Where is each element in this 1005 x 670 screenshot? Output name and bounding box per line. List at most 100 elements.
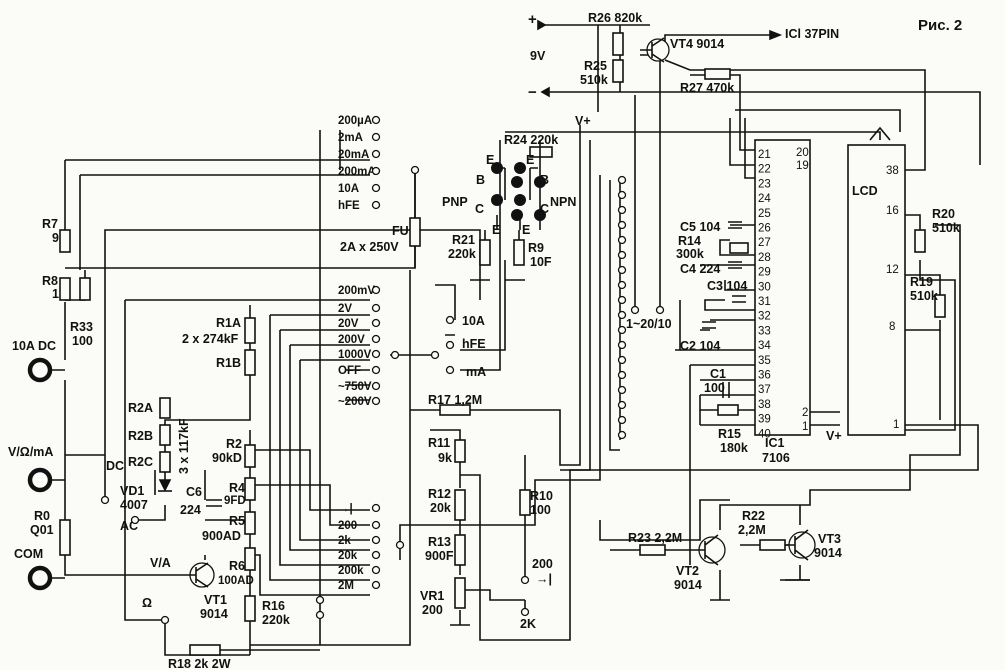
r1b-body xyxy=(244,349,256,376)
r24-body xyxy=(529,146,553,158)
va-label: V/A xyxy=(150,556,171,570)
contact-strip-1 xyxy=(617,190,627,200)
range-contact-2[interactable] xyxy=(371,149,381,159)
r1b-ref: R1B xyxy=(216,356,241,370)
resistor-bodies xyxy=(59,32,946,656)
ic1-pin-20: 20 xyxy=(796,147,809,159)
vt1-ref: VT1 xyxy=(204,593,227,607)
range-contact-16[interactable] xyxy=(371,535,381,545)
ic1-ref: IC1 xyxy=(765,436,785,450)
ic1-pin-22: 22 xyxy=(758,164,771,176)
r12-value: 20k xyxy=(430,501,451,515)
r15-ref: R15 xyxy=(718,427,741,441)
range-contact-10[interactable] xyxy=(371,349,381,359)
jack-com[interactable] xyxy=(27,565,53,591)
r0-body xyxy=(59,519,71,556)
r11-ref: R11 xyxy=(428,436,450,450)
range-contact-18[interactable] xyxy=(371,565,381,575)
range-contact-19[interactable] xyxy=(371,580,381,590)
range-contact-15[interactable] xyxy=(371,520,381,530)
range-contact-5[interactable] xyxy=(371,200,381,210)
r9-ref: R9 xyxy=(528,241,544,255)
transistor-vt3 xyxy=(785,529,816,561)
lcd-ref: LCD xyxy=(852,184,878,198)
range-contact-1[interactable] xyxy=(371,132,381,142)
r24-label: R24 220k xyxy=(504,133,558,147)
contact-strip-2 xyxy=(617,205,627,215)
range-contact-7[interactable] xyxy=(371,303,381,313)
r19-ref: R19 xyxy=(910,275,933,289)
jack-10a-dc[interactable] xyxy=(27,357,53,383)
c5-plates xyxy=(728,221,742,229)
range-label-1: 2mA xyxy=(338,132,363,144)
sw2-ma-label: mA xyxy=(466,365,486,379)
ohm-label: Ω xyxy=(142,596,152,610)
hfe-pnp-e1: E xyxy=(486,153,494,167)
r4-body xyxy=(244,477,256,501)
r16-value: 220k xyxy=(262,613,290,627)
ic1-part: 7106 xyxy=(762,451,790,465)
c2-plates xyxy=(702,321,716,329)
hfe-npn-c: C xyxy=(540,202,549,216)
r14-ref: R14 xyxy=(678,234,701,248)
r25-value: 510k xyxy=(580,73,608,87)
range-2k-label: 2K xyxy=(520,617,536,631)
range-contact-11[interactable] xyxy=(371,365,381,375)
contact-strip-0 xyxy=(617,175,627,185)
r21-value: 220k xyxy=(448,247,476,261)
r2abc-value: 3 x 117kF xyxy=(177,418,191,474)
range-contact-13[interactable] xyxy=(371,396,381,406)
ic1-pin-33: 33 xyxy=(758,325,771,337)
lcd-pin-16: 16 xyxy=(886,205,899,217)
r25-body xyxy=(612,59,624,83)
c4-plates xyxy=(728,261,742,269)
range-label-10: 1000V xyxy=(338,349,372,361)
r14-body xyxy=(729,242,749,254)
switch-contact-2 xyxy=(445,365,455,375)
jack-com-label: COM xyxy=(14,547,43,561)
r1a-ref: R1A xyxy=(216,316,241,330)
supply-plus: + xyxy=(528,11,537,28)
range-contact-3[interactable] xyxy=(371,166,381,176)
lcd-pin-38: 38 xyxy=(886,165,899,177)
ic1-pin-37: 37 xyxy=(758,384,771,396)
range-contact-9[interactable] xyxy=(371,334,381,344)
range-label-0: 200µA xyxy=(338,115,372,127)
r2-value: 90kD xyxy=(212,451,242,465)
range-label-18: 200k xyxy=(338,565,364,577)
hfe-pnp-e2: E xyxy=(492,223,500,237)
range-contact-12[interactable] xyxy=(371,381,381,391)
r12-body xyxy=(454,489,466,521)
hfe-npn-b: B xyxy=(540,173,549,187)
range-contact-17[interactable] xyxy=(371,550,381,560)
supply-minus: − xyxy=(528,84,537,101)
lcd-display xyxy=(847,144,906,436)
range-label-13: ~200V xyxy=(338,396,372,408)
ic1-pin-27: 27 xyxy=(758,237,771,249)
ic1-pin-36: 36 xyxy=(758,370,771,382)
range-contact-8[interactable] xyxy=(371,318,381,328)
vr1-body xyxy=(454,577,466,609)
ic1-pin-34: 34 xyxy=(758,340,771,352)
c1-plates xyxy=(722,382,730,398)
r13-body xyxy=(454,534,466,566)
vt3-value: 9014 xyxy=(814,546,842,560)
range-contact-4[interactable] xyxy=(371,183,381,193)
c1-ref: C1 xyxy=(710,367,726,381)
r2c-ref: R2C xyxy=(128,455,153,469)
c5-label: C5 104 xyxy=(680,220,720,234)
range-contact-14[interactable] xyxy=(371,503,381,513)
range-1-20-10-label: 1~20/10 xyxy=(626,317,672,331)
ic1-pin-28: 28 xyxy=(758,252,771,264)
jack-v-ohm-ma[interactable] xyxy=(27,467,53,493)
range-label-19: 2M xyxy=(338,580,354,592)
vd1-diode xyxy=(158,479,172,492)
range-contact-6[interactable] xyxy=(371,285,381,295)
r1a-body xyxy=(244,317,256,344)
range-contact-0[interactable] xyxy=(371,115,381,125)
contact-strip-8 xyxy=(617,295,627,305)
lcd-pin-12: 12 xyxy=(886,264,899,276)
supply-voltage: 9V xyxy=(530,49,546,63)
contact-strip-10 xyxy=(617,325,627,335)
